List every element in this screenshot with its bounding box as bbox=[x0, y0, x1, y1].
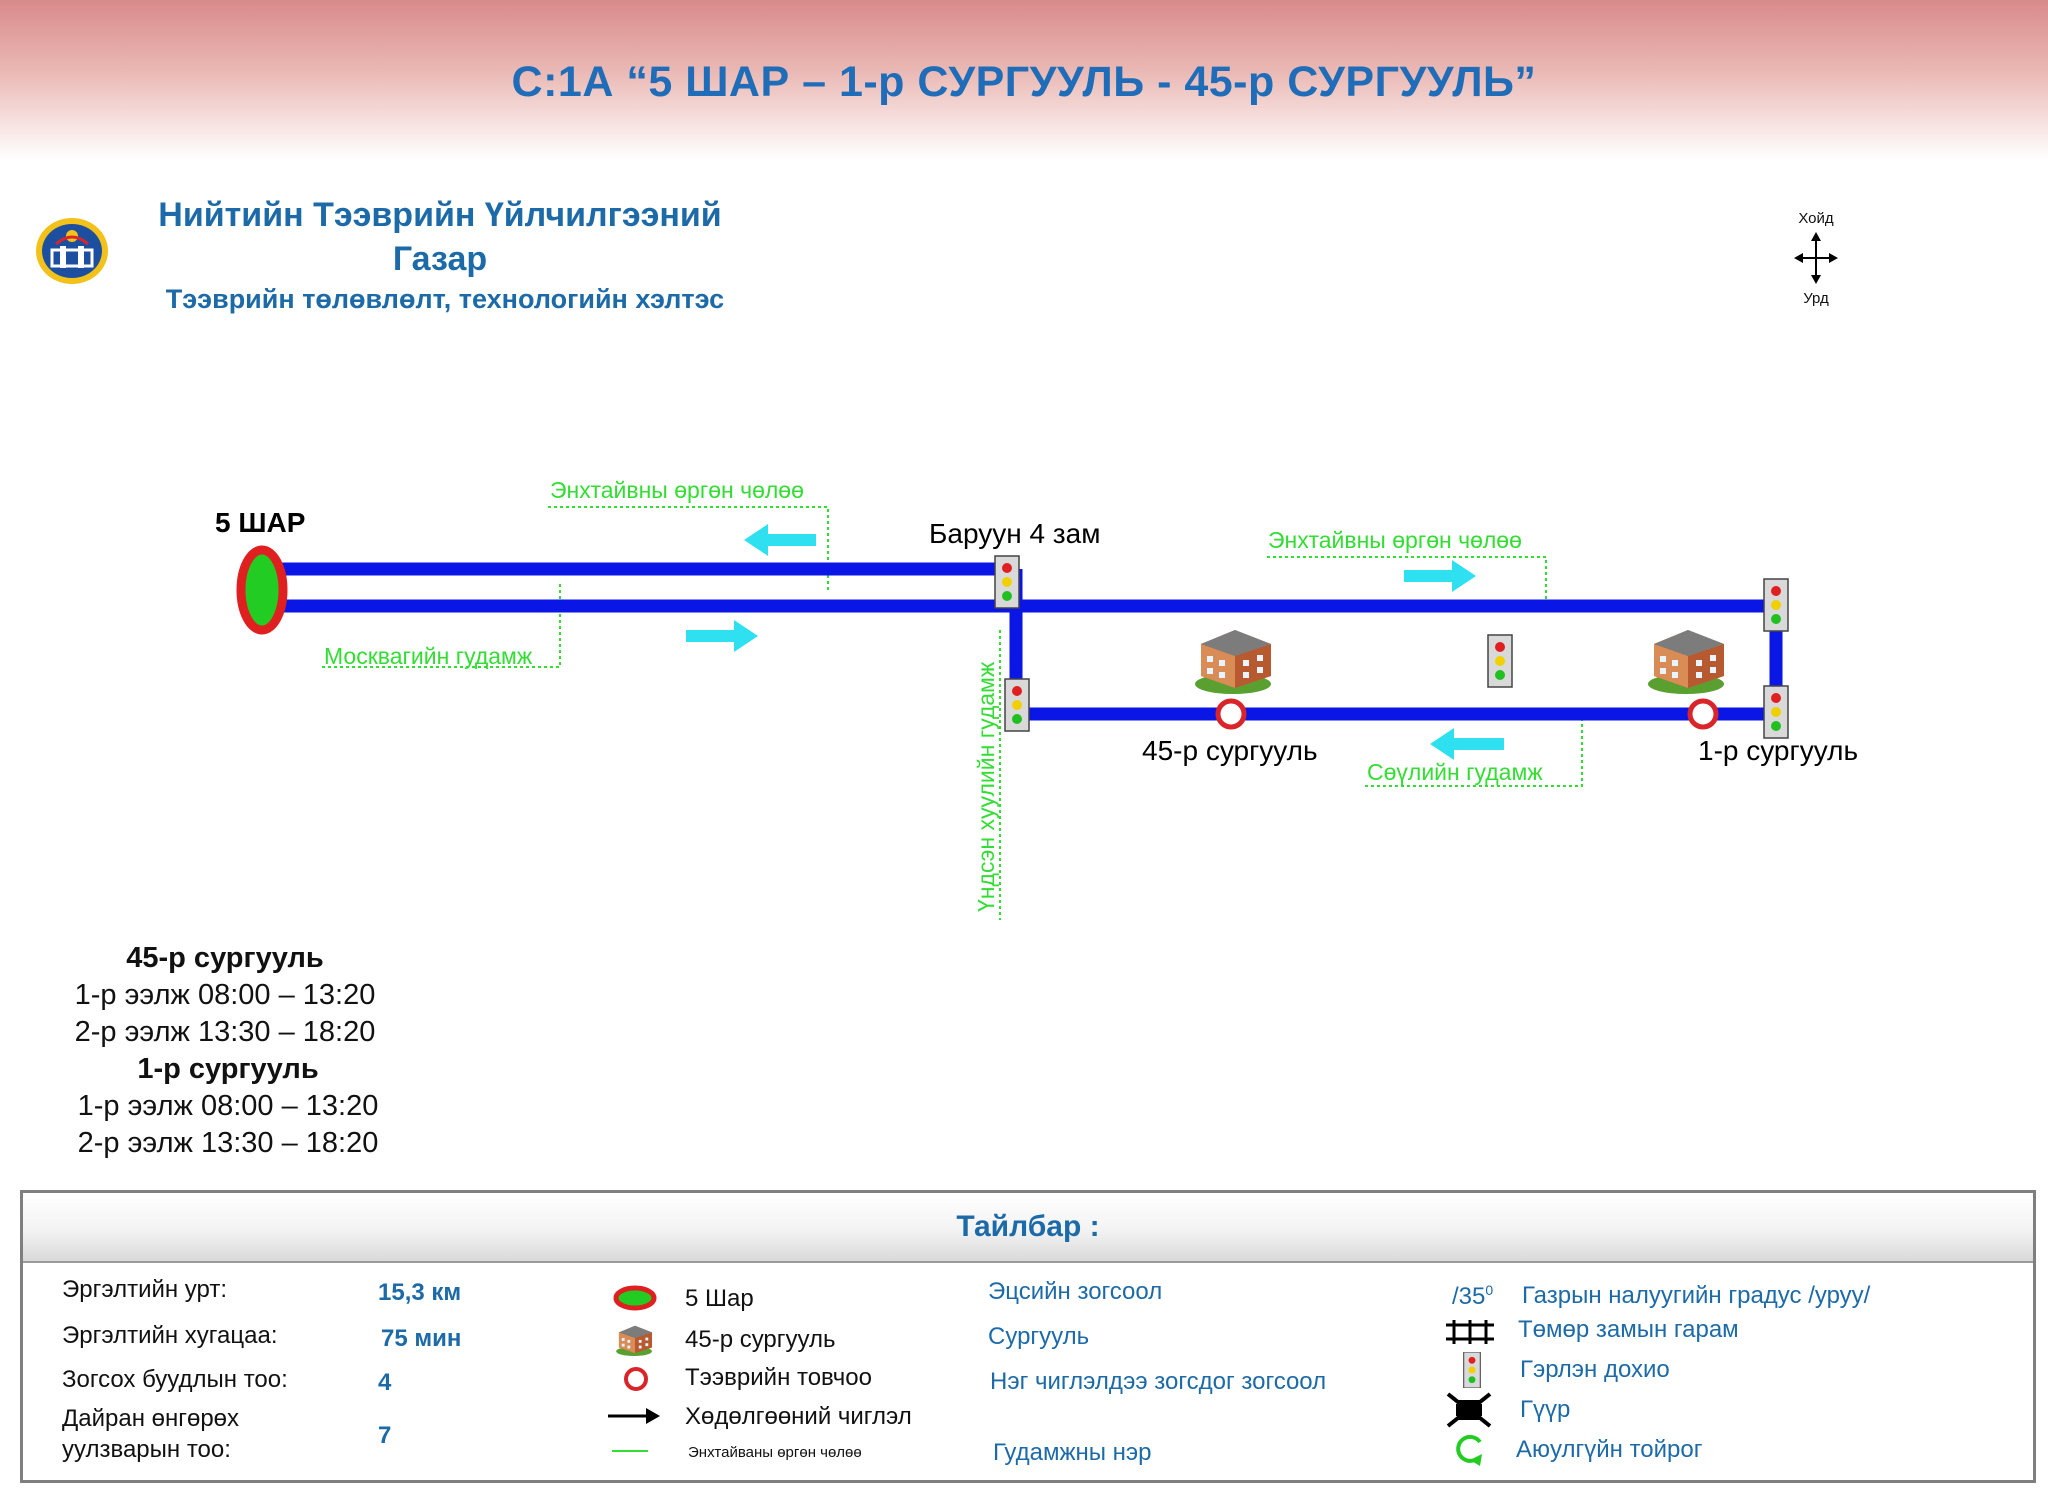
legend-extra-label: Аюулгүйн тойрог bbox=[1516, 1436, 1703, 1463]
stat-value: 15,3 км bbox=[378, 1279, 462, 1306]
junction-label: Баруун 4 зам bbox=[929, 518, 1100, 549]
traffic-light-icon bbox=[1763, 685, 1789, 739]
terminal-legend-icon bbox=[613, 1285, 657, 1311]
org-logo-icon bbox=[36, 218, 108, 284]
org-name-cont: Газар bbox=[392, 240, 488, 278]
slope-symbol-sup: 0 bbox=[1485, 1282, 1494, 1298]
header-banner bbox=[0, 0, 2048, 160]
legend-school-label: 45-р сургууль bbox=[685, 1326, 836, 1353]
street-line-legend-icon bbox=[612, 1450, 648, 1452]
legend-direction-label: Хөдөлгөөний чиглэл bbox=[685, 1403, 912, 1430]
bus-stop-icon bbox=[1215, 698, 1247, 730]
stat-label: Дайран өнгөрөх bbox=[62, 1405, 240, 1432]
traffic-light-icon bbox=[1004, 678, 1030, 732]
street-label: Үндсэн хуулийн гудамж bbox=[973, 661, 999, 912]
schedule-line: 2-р ээлж 13:30 – 18:20 bbox=[77, 1127, 379, 1159]
legend-street-line-label: Энхтайваны өргөн чөлөө bbox=[688, 1444, 862, 1461]
compass-arrows-icon bbox=[1794, 232, 1838, 284]
school-legend-icon bbox=[616, 1325, 652, 1356]
org-name: Нийтийн Тээврийн Үйлчилгээний bbox=[158, 196, 722, 234]
legend-meaning: Нэг чиглэлдээ зогсдог зогсоол bbox=[990, 1368, 1327, 1395]
legend-meaning: Эцсийн зогсоол bbox=[988, 1278, 1163, 1305]
slope-symbol-text: /35 bbox=[1452, 1283, 1486, 1310]
legend-extra-label: Төмөр замын гарам bbox=[1518, 1316, 1739, 1343]
legend-extra-label: Гэрлэн дохио bbox=[1520, 1356, 1670, 1383]
stat-label: Зогсох буудлын тоо: bbox=[62, 1366, 288, 1393]
traffic-light-legend-icon bbox=[1463, 1352, 1481, 1388]
bridge-icon bbox=[1446, 1392, 1492, 1428]
compass-rose: Хойд Урд bbox=[1776, 210, 1856, 310]
schedule-line: 1-р ээлж 08:00 – 13:20 bbox=[74, 979, 376, 1011]
compass-south-label: Урд bbox=[1803, 290, 1829, 307]
schedule-school1-title: 1-р сургууль bbox=[137, 1053, 319, 1085]
legend-meaning: Сургууль bbox=[988, 1323, 1090, 1350]
legend-extra-label: Гүүр bbox=[1520, 1396, 1571, 1423]
street-label: Энхтайвны өргөн чөлөө bbox=[1268, 527, 1522, 553]
direction-arrow-icon bbox=[686, 620, 758, 652]
stat-value: 4 bbox=[378, 1369, 392, 1396]
school-building-icon bbox=[1195, 630, 1271, 694]
traffic-light-icon bbox=[1487, 634, 1513, 688]
stat-label: Эргэлтийн хугацаа: bbox=[62, 1322, 278, 1349]
legend-stop-label: Тээврийн товчоо bbox=[685, 1364, 872, 1391]
org-department: Тээврийн төлөвлөлт, технологийн хэлтэс bbox=[165, 284, 725, 314]
direction-legend-icon bbox=[608, 1408, 660, 1424]
roundabout-icon bbox=[1456, 1434, 1482, 1466]
schedule-line: 2-р ээлж 13:30 – 18:20 bbox=[74, 1016, 376, 1048]
street-label: Сөүлийн гудамж bbox=[1367, 759, 1543, 785]
stat-value: 75 мин bbox=[381, 1325, 462, 1352]
school-building-icon bbox=[1648, 630, 1724, 694]
school45-label: 45-р сургууль bbox=[1142, 735, 1318, 766]
stat-value: 7 bbox=[378, 1422, 392, 1449]
compass-north-label: Хойд bbox=[1798, 210, 1834, 227]
direction-arrow-icon bbox=[744, 524, 816, 556]
slope-symbol: /350 bbox=[1452, 1282, 1493, 1311]
legend-meaning: Гудамжны нэр bbox=[993, 1439, 1152, 1466]
legend-terminal-label: 5 Шар bbox=[685, 1285, 754, 1312]
bus-stop-icon bbox=[1687, 698, 1719, 730]
terminal-marker-icon bbox=[236, 545, 288, 635]
traffic-light-icon bbox=[1763, 578, 1789, 632]
legend-header bbox=[23, 1193, 2033, 1263]
direction-arrow-icon bbox=[1430, 728, 1504, 760]
railway-crossing-icon bbox=[1446, 1320, 1494, 1344]
stat-label-cont: уулзварын тоо: bbox=[62, 1436, 231, 1463]
stop-legend-icon bbox=[624, 1367, 648, 1391]
traffic-light-icon bbox=[994, 555, 1020, 609]
school1-label: 1-р сургууль bbox=[1698, 735, 1858, 766]
schedule-school45-title: 45-р сургууль bbox=[126, 942, 324, 974]
legend-extra-label: Газрын налуугийн градус /уруу/ bbox=[1522, 1282, 1871, 1309]
terminal-label: 5 ШАР bbox=[215, 507, 305, 538]
direction-arrow-icon bbox=[1404, 560, 1476, 592]
street-label: Москвагийн гудамж bbox=[324, 643, 533, 669]
street-label: Энхтайвны өргөн чөлөө bbox=[550, 477, 804, 503]
stat-label: Эргэлтийн урт: bbox=[62, 1276, 228, 1303]
legend-title: Тайлбар : bbox=[956, 1210, 1100, 1243]
route-map: 5 ШАР Баруун 4 зам 45-р сургууль 1-р сур… bbox=[215, 477, 1858, 920]
route-title: С:1А “5 ШАР – 1-р СУРГУУЛЬ - 45-р СУРГУУ… bbox=[511, 58, 1537, 106]
schedule-line: 1-р ээлж 08:00 – 13:20 bbox=[77, 1090, 379, 1122]
